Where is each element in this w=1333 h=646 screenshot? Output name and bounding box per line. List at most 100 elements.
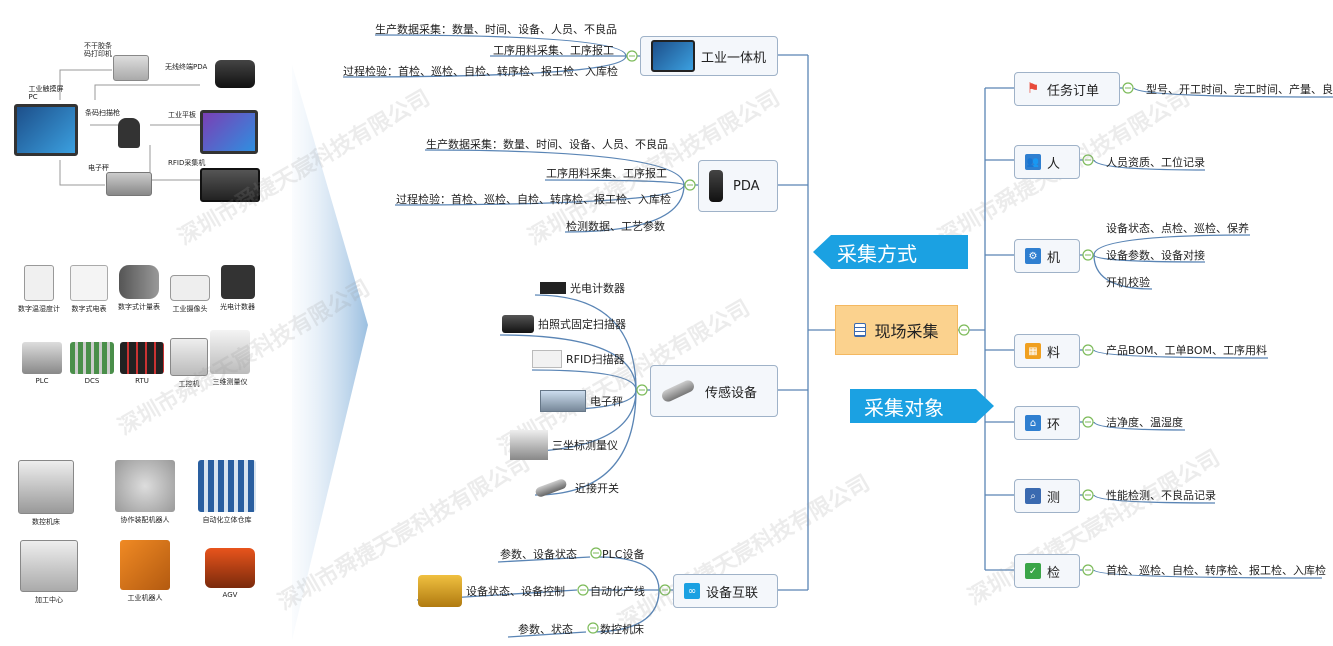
rfid-collector-photo: [200, 168, 260, 202]
method-label: 传感设备: [705, 385, 758, 401]
rtu-label: RTU: [135, 377, 149, 385]
barcode-scanner-photo: [118, 118, 140, 148]
leaf-text: 工序用料采集、工序报工: [546, 167, 667, 180]
leaf-text: 生产数据采集：数量、时间、设备、人员、不良品: [375, 23, 617, 36]
leaf-text: 设备参数、设备对接: [1106, 249, 1205, 262]
label-printer-item: 不干胶条 码打印机: [84, 42, 112, 59]
method-node-sensor[interactable]: 传感设备: [650, 365, 778, 417]
photo-counter-item: 光电计数器: [220, 265, 255, 312]
agv-icon: [205, 548, 255, 588]
leaf-text: 性能检测、不良品记录: [1106, 489, 1216, 502]
device-photo-panel: 工业触摸屏 PC 不干胶条 码打印机 无线终端PDA 条码扫描枪 工业平板 RF…: [0, 0, 330, 646]
sensor-leaf-rfid-scanner: RFID扫描器: [532, 350, 625, 368]
object-label: 测: [1047, 490, 1061, 506]
scale-icon: [106, 172, 152, 196]
leaf-text: 开机校验: [1106, 276, 1150, 289]
proximity-switch-icon: [534, 477, 568, 499]
home-icon: ⌂: [1025, 415, 1041, 431]
leaf-text: 型号、开工时间、完工时间、产量、良率: [1146, 83, 1333, 96]
label-printer-label: 不干胶条 码打印机: [84, 42, 112, 59]
auto-warehouse-label: 自动化立体仓库: [202, 516, 252, 524]
object-node-measure[interactable]: ⌕ 测: [1014, 479, 1080, 513]
industrial-robot-icon: [120, 540, 170, 590]
sensor-leaf-photo-counter: 光电计数器: [540, 280, 625, 296]
barcode-scanner-label: 条码扫描枪: [85, 109, 120, 117]
dcs-icon: [70, 342, 114, 374]
auto-line-leaf: 设备状态、设备控制: [418, 575, 565, 607]
sensor-leaf-fixed-scanner: 拍照式固定扫描器: [502, 315, 626, 333]
leaf-text: 过程检验：首检、巡检、自检、转序检、报工检、入库检: [396, 193, 671, 206]
leaf-text: 参数、设备状态: [500, 548, 577, 561]
leaf-text: 首检、巡检、自检、转序检、报工检、入库检: [1106, 564, 1326, 577]
industrial-tablet-photo: [200, 110, 258, 154]
industrial-tablet-item: 工业平板: [168, 110, 196, 120]
electronic-scale-label: 电子秤: [88, 164, 109, 172]
central-topic-label: 现场采集: [874, 322, 939, 341]
object-label: 检: [1047, 565, 1061, 581]
method-node-device-link[interactable]: ∞ 设备互联: [673, 574, 778, 608]
sensor-leaf-cmm: 三坐标测量仪: [510, 430, 618, 460]
thermo-hygrometer-icon: [24, 265, 54, 301]
digital-meter-item: 数字式电表: [70, 265, 108, 314]
object-node-task-order[interactable]: ⚑ 任务订单: [1014, 72, 1120, 106]
pda-icon: [709, 170, 723, 202]
cobot-icon: [115, 460, 175, 512]
machining-center-item: 加工中心: [20, 540, 78, 605]
ipc-label: 工控机: [178, 380, 200, 388]
wireless-pda-item: 无线终端PDA: [165, 62, 207, 72]
cobot-item: 协作装配机器人: [115, 460, 175, 525]
gauge-icon: [119, 265, 159, 299]
object-node-inspect[interactable]: ✓ 检: [1014, 554, 1080, 588]
collection-object-label: 采集对象: [864, 395, 944, 420]
electronic-scale-item: 电子秤: [88, 163, 109, 173]
plc-label: PLC: [35, 377, 49, 385]
industrial-pc-icon: [651, 40, 695, 72]
rtu-icon: [120, 342, 164, 374]
sub-label: 数控机床: [600, 623, 644, 636]
machining-center-icon: [20, 540, 78, 592]
leaf-text: 产品BOM、工单BOM、工序用料: [1106, 344, 1268, 357]
magnifier-icon: ⌕: [1025, 488, 1041, 504]
material-icon: ▦: [1025, 343, 1041, 359]
object-node-material[interactable]: ▦ 料: [1014, 334, 1080, 368]
central-topic-node[interactable]: 现场采集: [835, 305, 958, 355]
collection-method-label: 采集方式: [837, 241, 917, 266]
object-label: 人: [1047, 156, 1061, 172]
gear-icon: ⚙: [1025, 248, 1041, 264]
industrial-robot-item: 工业机器人: [120, 540, 170, 603]
method-node-industrial-pc[interactable]: 工业一体机: [640, 36, 778, 76]
object-node-machine[interactable]: ⚙ 机: [1014, 239, 1080, 273]
barcode-scanner-item: 条码扫描枪: [85, 108, 120, 118]
photo-counter-icon: [220, 265, 255, 299]
label-printer-photo: [113, 55, 149, 81]
leaf-text: 生产数据采集：数量、时间、设备、人员、不良品: [426, 138, 668, 151]
cmm-3d-label: 三维测量仪: [212, 378, 248, 386]
printer-icon: [113, 55, 149, 81]
leaf-text: 电子秤: [590, 395, 623, 408]
leaf-text: 参数、状态: [518, 623, 573, 636]
gauge-label: 数字式计量表: [118, 303, 160, 311]
object-label: 环: [1047, 417, 1061, 433]
check-icon: ✓: [1025, 563, 1041, 579]
leaf-text: 三坐标测量仪: [552, 439, 618, 452]
leaf-text: 拍照式固定扫描器: [538, 318, 626, 331]
method-node-pda[interactable]: PDA: [698, 160, 778, 212]
photo-counter-label: 光电计数器: [220, 303, 255, 311]
cmm-icon: [510, 430, 548, 460]
industrial-tablet-label: 工业平板: [168, 111, 196, 119]
tablet-icon: [200, 110, 258, 154]
object-label: 料: [1047, 345, 1061, 361]
auto-warehouse-item: 自动化立体仓库: [198, 460, 256, 525]
document-icon: [854, 323, 867, 337]
cnc-machine-item: 数控机床: [18, 460, 74, 527]
robot-arms-icon: [418, 575, 462, 607]
object-node-people[interactable]: 👥 人: [1014, 145, 1080, 179]
object-node-environment[interactable]: ⌂ 环: [1014, 406, 1080, 440]
cnc-machine-label: 数控机床: [32, 518, 60, 526]
method-label: 工业一体机: [701, 50, 767, 66]
object-label: 任务订单: [1047, 83, 1100, 99]
link-icon: ∞: [684, 583, 700, 599]
pda-device-icon: [215, 60, 255, 88]
leaf-text: 检测数据、工艺参数: [566, 220, 665, 233]
cobot-label: 协作装配机器人: [120, 516, 170, 524]
